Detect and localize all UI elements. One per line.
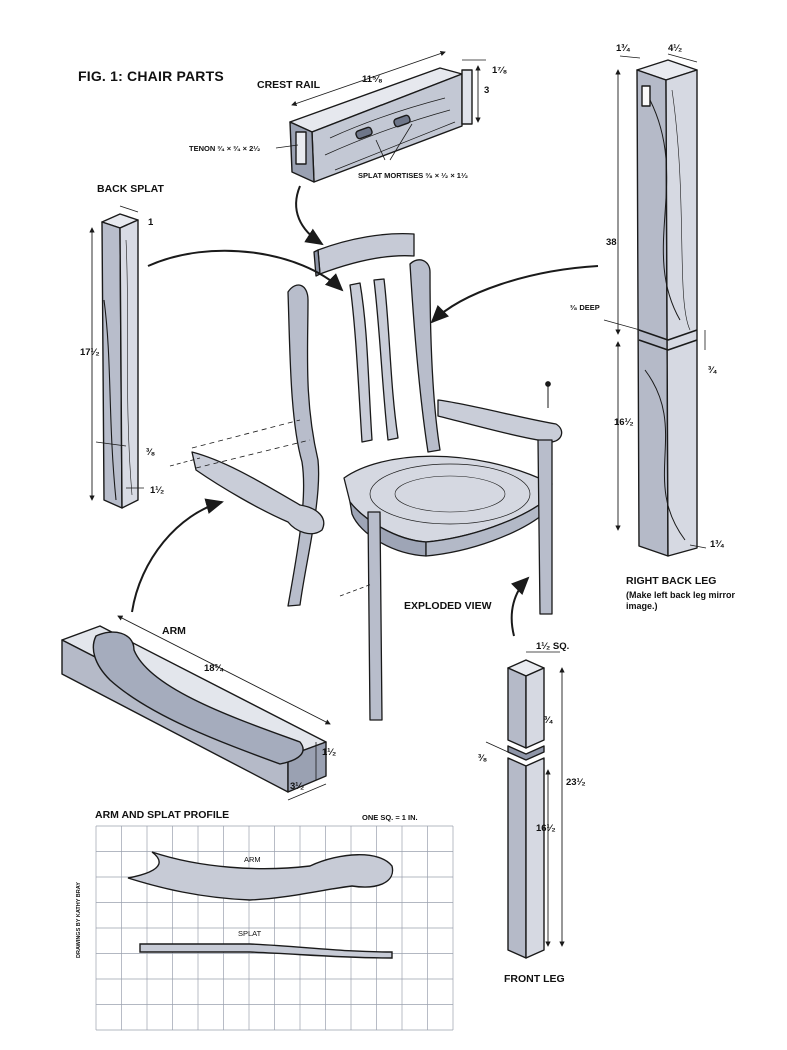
front-leg-drawing — [485, 651, 565, 959]
back-leg-bottom: 1³⁄₄ — [710, 539, 725, 550]
profile-arm-label: ARM — [244, 855, 261, 864]
crest-rail-height: 3 — [484, 85, 490, 96]
front-leg-lower-length: 16¹⁄₂ — [536, 823, 556, 834]
profile-title: ARM AND SPLAT PROFILE — [95, 809, 230, 821]
profile-scale: ONE SQ. = 1 IN. — [362, 813, 418, 822]
profile-splat-label: SPLAT — [238, 929, 262, 938]
arm-length: 18³⁄₄ — [204, 663, 224, 674]
back-splat-offset: ³⁄₈ — [146, 447, 156, 458]
arrow-back-leg — [430, 265, 599, 324]
exploded-view-drawing — [169, 232, 563, 721]
front-leg-square: 1¹⁄₂ SQ. — [536, 641, 570, 652]
front-leg-notch-depth: ³⁄₈ — [478, 753, 488, 764]
profile-shapes — [127, 851, 394, 959]
arm-width: 3¹⁄₂ — [290, 781, 305, 792]
front-leg-notch-width: ³⁄₄ — [544, 715, 554, 726]
front-leg-label: FRONT LEG — [504, 973, 565, 985]
back-splat-width: 1 — [148, 217, 154, 228]
back-leg-lower-length: 16¹⁄₂ — [614, 417, 634, 428]
assembly-arrows — [131, 185, 599, 637]
arrow-crest-rail — [295, 185, 324, 246]
front-leg-total-length: 23¹⁄₂ — [566, 777, 586, 788]
back-leg-top-width: 1³⁄₄ — [616, 43, 631, 54]
arm-height: 1¹⁄₂ — [322, 747, 337, 758]
right-back-leg-drawing — [603, 53, 707, 557]
crest-rail-drawing — [275, 50, 486, 183]
splat-profile-shape — [139, 943, 393, 959]
crest-rail-mortise-note: SPLAT MORTISES ³⁄₈ × ¹⁄₂ × 1¹⁄₂ — [358, 171, 469, 180]
crest-rail-tenon-note: TENON ³⁄₄ × ³⁄₄ × 2¹⁄₂ — [189, 144, 261, 153]
profile-grid — [95, 825, 454, 1031]
crest-rail-thickness: 1⁷⁄₈ — [492, 65, 508, 76]
drawing-credit: DRAWINGS BY KATHY BRAY — [76, 882, 82, 958]
back-leg-notch: ³⁄₈ DEEP — [570, 303, 600, 312]
arrow-back-splat — [147, 249, 344, 292]
crest-rail-label: CREST RAIL — [257, 79, 320, 91]
arm-profile-shape — [127, 851, 394, 901]
arm-label: ARM — [162, 625, 186, 637]
arm-blank-drawing — [61, 615, 331, 801]
figure-title: FIG. 1: CHAIR PARTS — [78, 68, 224, 84]
arrow-arm — [131, 498, 224, 613]
back-splat-label: BACK SPLAT — [97, 183, 164, 195]
back-splat-bottom: 1¹⁄₂ — [150, 485, 165, 496]
back-leg-notch-width: ³⁄₄ — [708, 365, 718, 376]
crest-rail-length: 11⁵⁄₈ — [362, 74, 383, 85]
back-leg-label: RIGHT BACK LEG — [626, 575, 717, 587]
back-leg-top-depth: 4¹⁄₂ — [668, 43, 683, 54]
back-leg-note: (Make left back leg mirror image.) — [626, 590, 736, 612]
back-splat-length: 17¹⁄₂ — [80, 347, 100, 358]
exploded-view-label: EXPLODED VIEW — [404, 600, 492, 612]
back-splat-drawing — [89, 205, 144, 509]
back-leg-upper-length: 38 — [606, 237, 617, 248]
arrow-front-leg — [510, 576, 530, 637]
